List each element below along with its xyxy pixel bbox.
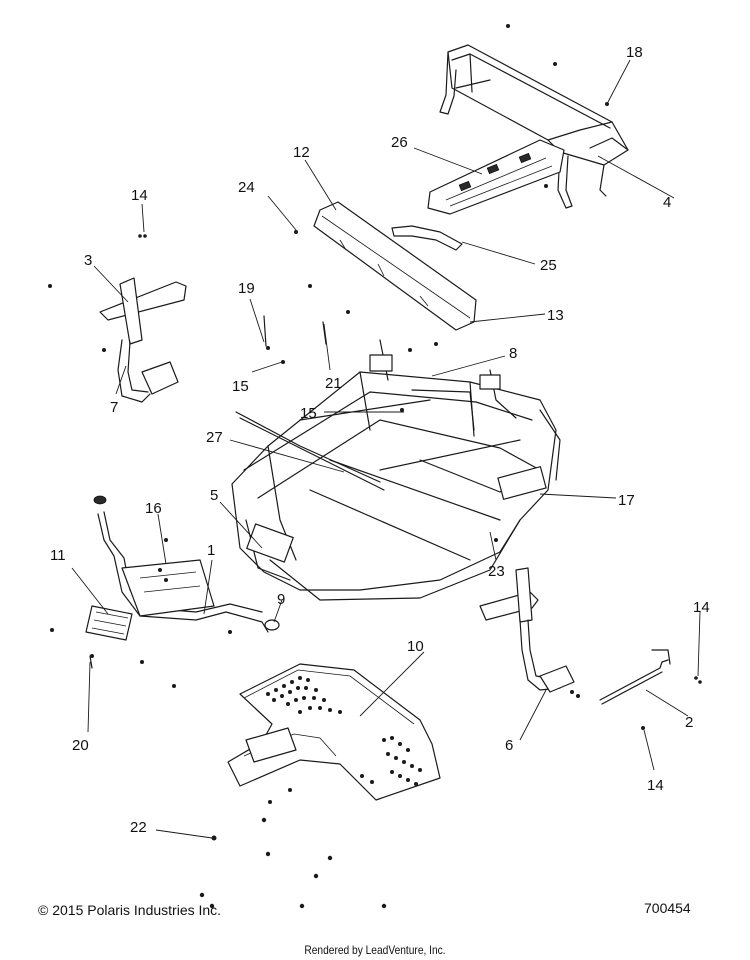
callout-9: 9 — [277, 591, 285, 608]
callout-13: 13 — [547, 307, 564, 324]
callout-labels: 1 2 3 4 5 6 7 8 9 10 11 12 13 14 14 14 1… — [50, 44, 710, 836]
plug-9 — [264, 619, 280, 631]
callout-23: 23 — [488, 563, 505, 580]
callout-26: 26 — [391, 134, 408, 151]
callout-27: 27 — [206, 429, 223, 446]
leader-lines — [71, 59, 701, 839]
callout-10: 10 — [407, 638, 424, 655]
callout-14-top: 14 — [131, 187, 148, 204]
callout-24: 24 — [238, 179, 255, 196]
right-step-bracket — [479, 567, 580, 698]
callout-8: 8 — [509, 345, 517, 362]
bracket-25 — [391, 225, 463, 251]
callout-1: 1 — [207, 542, 215, 559]
rear-rack-frame — [439, 24, 629, 209]
callout-14-right: 14 — [693, 599, 710, 616]
drawing-number: 700454 — [644, 900, 691, 916]
callout-7: 7 — [110, 399, 118, 416]
callout-15-center: 15 — [300, 405, 317, 422]
rod-2 — [599, 649, 702, 730]
fasteners-22 — [199, 817, 387, 909]
callout-15-left: 15 — [232, 378, 249, 395]
callout-20: 20 — [72, 737, 89, 754]
render-credit: Rendered by LeadVenture, Inc. — [304, 943, 446, 957]
callout-14-bottom: 14 — [647, 777, 664, 794]
callout-3: 3 — [84, 252, 92, 269]
skid-plate-vent-holes — [266, 676, 422, 786]
callout-21: 21 — [325, 375, 342, 392]
copyright-notice: © 2015 Polaris Industries Inc. — [38, 902, 222, 918]
callout-18: 18 — [626, 44, 643, 61]
rear-plate-bracket — [427, 139, 565, 215]
main-chassis-frame — [231, 339, 561, 601]
callout-4: 4 — [663, 194, 671, 211]
loose-fasteners — [89, 315, 498, 669]
callout-5: 5 — [210, 487, 218, 504]
front-bumper — [50, 495, 269, 688]
callout-22: 22 — [130, 819, 147, 836]
callout-16: 16 — [145, 500, 162, 517]
callout-6: 6 — [505, 737, 513, 754]
callout-17: 17 — [618, 492, 635, 509]
left-step-bracket — [48, 234, 187, 403]
front-cross-beam — [294, 201, 477, 352]
callout-2: 2 — [685, 714, 693, 731]
callout-25: 25 — [540, 257, 557, 274]
callout-11: 11 — [50, 547, 66, 564]
callout-19: 19 — [238, 280, 255, 297]
skid-plate — [227, 663, 441, 804]
callout-12: 12 — [293, 144, 310, 161]
